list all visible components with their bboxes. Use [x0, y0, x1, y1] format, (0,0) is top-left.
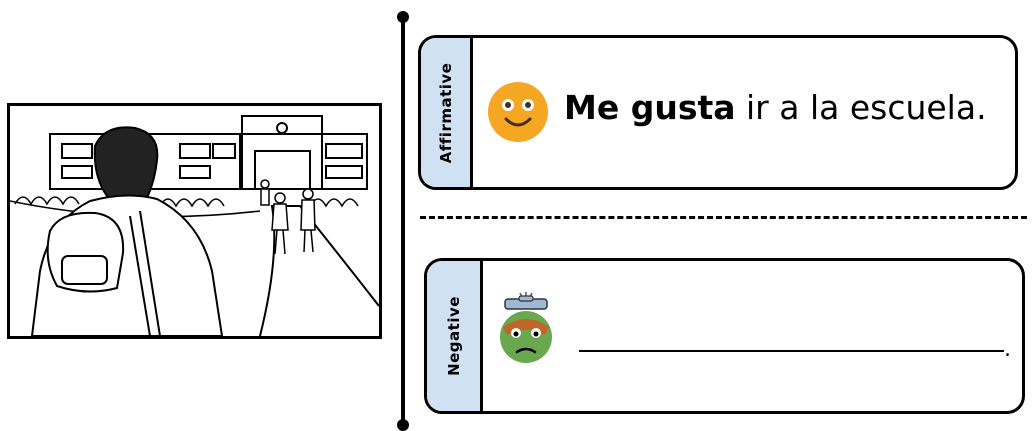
- timeline-bottom-dot: [397, 419, 409, 431]
- grouchy-green-face-icon: [491, 289, 561, 369]
- dashed-separator: [420, 216, 1027, 219]
- affirmative-tab-label: Affirmative: [436, 62, 455, 163]
- negative-tab: Negative: [427, 261, 483, 411]
- sentence-bold-part: Me gusta: [564, 88, 736, 127]
- answer-blank-period: .: [1004, 337, 1011, 362]
- sentence-rest-part: ir a la escuela.: [735, 88, 987, 127]
- affirmative-sentence: Me gusta ir a la escuela.: [564, 88, 987, 127]
- answer-blank-line: [579, 350, 1004, 352]
- negative-tab-label: Negative: [444, 296, 463, 376]
- school-illustration: [7, 103, 382, 339]
- school-scene-drawing: [10, 115, 379, 336]
- affirmative-card: Affirmative Me gusta ir a la escuela.: [418, 35, 1018, 190]
- negative-card: Negative .: [424, 258, 1025, 414]
- affirmative-tab: Affirmative: [421, 38, 473, 187]
- smiling-face-icon: [487, 81, 549, 147]
- timeline-top-dot: [397, 11, 409, 23]
- timeline-vertical-line: [401, 18, 405, 426]
